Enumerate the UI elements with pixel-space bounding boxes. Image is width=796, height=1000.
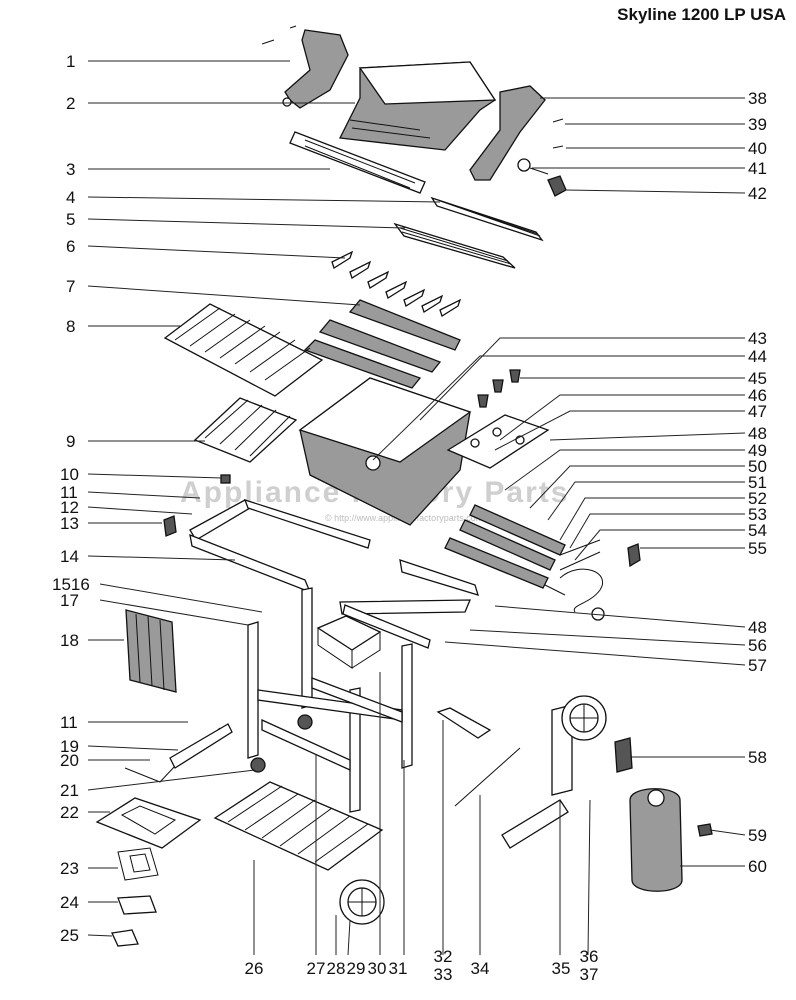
leader-lines [87,60,746,956]
callout-50: 50 [748,457,767,476]
callout-5: 5 [66,210,75,229]
callout-60: 60 [748,857,767,876]
callout-7: 7 [66,277,75,296]
callout-1516: 1516 [52,575,90,594]
callout-36: 36 [580,947,599,966]
callout-8: 8 [66,317,75,336]
callout-40: 40 [748,139,767,158]
callout-26: 26 [245,959,264,978]
callout-44: 44 [748,347,767,366]
callout-58: 58 [748,748,767,767]
callouts-left: 1 2 3 4 5 6 7 8 9 10 11 12 13 14 1516 17… [52,52,90,945]
callout-48: 48 [748,424,767,443]
callout-53: 53 [748,505,767,524]
callout-38: 38 [748,89,767,108]
callout-11b: 11 [60,713,78,732]
callout-3: 3 [66,160,75,179]
callout-37: 37 [580,965,599,984]
callout-35: 35 [552,959,571,978]
callout-42: 42 [748,184,767,203]
diagram-title: Skyline 1200 LP USA [617,5,786,24]
callout-52: 52 [748,489,767,508]
callout-18: 18 [60,631,79,650]
callout-23: 23 [60,859,79,878]
callout-20: 20 [60,751,79,770]
callout-32: 32 [434,947,453,966]
callouts-bottom: 26 27 28 29 30 31 32 33 34 35 36 37 [245,947,599,984]
callout-34: 34 [471,959,490,978]
callout-59: 59 [748,826,767,845]
callout-43: 43 [748,329,767,348]
callout-30: 30 [368,959,387,978]
callout-10: 10 [60,465,79,484]
parts-art [95,25,713,947]
callout-13: 13 [60,514,79,533]
callout-2: 2 [66,94,75,113]
callout-21: 21 [60,781,79,800]
callout-22: 22 [60,803,79,822]
callout-55: 55 [748,539,767,558]
callouts-right: 38 39 40 41 42 43 44 45 46 47 48 49 50 5… [748,89,767,876]
callout-12: 12 [60,498,79,517]
callout-57: 57 [748,656,767,675]
callout-48b: 48 [748,618,767,637]
callout-51: 51 [748,473,767,492]
callout-27: 27 [307,959,326,978]
callout-39: 39 [748,115,767,134]
callout-33: 33 [434,965,453,984]
callout-25: 25 [60,926,79,945]
callout-17: 17 [60,591,79,610]
callout-19: 19 [60,737,79,756]
callout-11: 11 [60,483,78,502]
callout-46: 46 [748,386,767,405]
callout-45: 45 [748,369,767,388]
callout-24: 24 [60,893,79,912]
callout-28: 28 [327,959,346,978]
callout-56: 56 [748,636,767,655]
callout-1: 1 [66,52,75,71]
callout-31: 31 [389,959,408,978]
callout-14: 14 [60,547,79,566]
callout-54: 54 [748,521,767,540]
callout-6: 6 [66,237,75,256]
callout-29: 29 [347,959,366,978]
callout-41: 41 [748,159,767,178]
callout-9: 9 [66,432,75,451]
callout-49: 49 [748,441,767,460]
callout-47: 47 [748,402,767,421]
callout-4: 4 [66,188,75,207]
